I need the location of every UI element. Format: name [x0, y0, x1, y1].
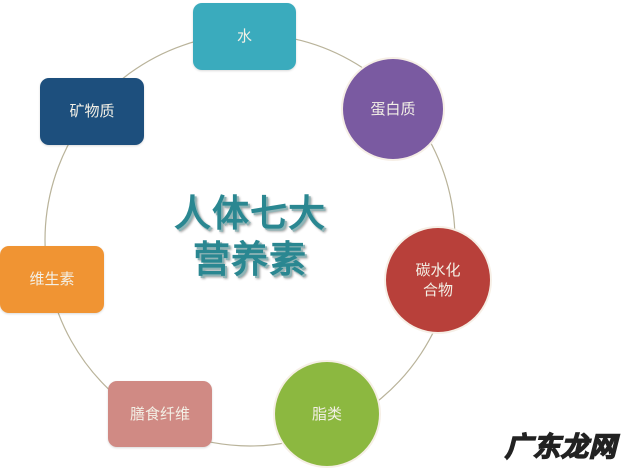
node-protein: 蛋白质 — [343, 59, 443, 159]
node-vitamin-label: 维生素 — [29, 270, 75, 289]
node-water-label: 水 — [236, 27, 252, 46]
node-fat: 脂类 — [275, 362, 379, 466]
watermark-logo: 广东龙网 — [504, 431, 617, 464]
node-mineral-label: 矿物质 — [69, 102, 115, 121]
node-vitamin: 维生素 — [0, 246, 104, 313]
node-dietary-fiber-label: 膳食纤维 — [129, 404, 190, 423]
node-fat-label: 脂类 — [311, 404, 342, 423]
diagram-title-line2: 营养素 — [193, 237, 307, 281]
node-water: 水 — [193, 3, 296, 70]
node-dietary-fiber: 膳食纤维 — [108, 381, 212, 447]
diagram-title: 人体七大 营养素 — [150, 190, 350, 282]
node-carbohydrate-label-line2: 合物 — [422, 281, 453, 299]
node-mineral: 矿物质 — [40, 78, 144, 145]
node-carbohydrate: 碳水化 合物 — [386, 228, 490, 332]
diagram-title-line1: 人体七大 — [174, 191, 326, 235]
node-protein-label: 蛋白质 — [370, 99, 416, 118]
node-carbohydrate-label-line1: 碳水化 — [415, 260, 461, 279]
